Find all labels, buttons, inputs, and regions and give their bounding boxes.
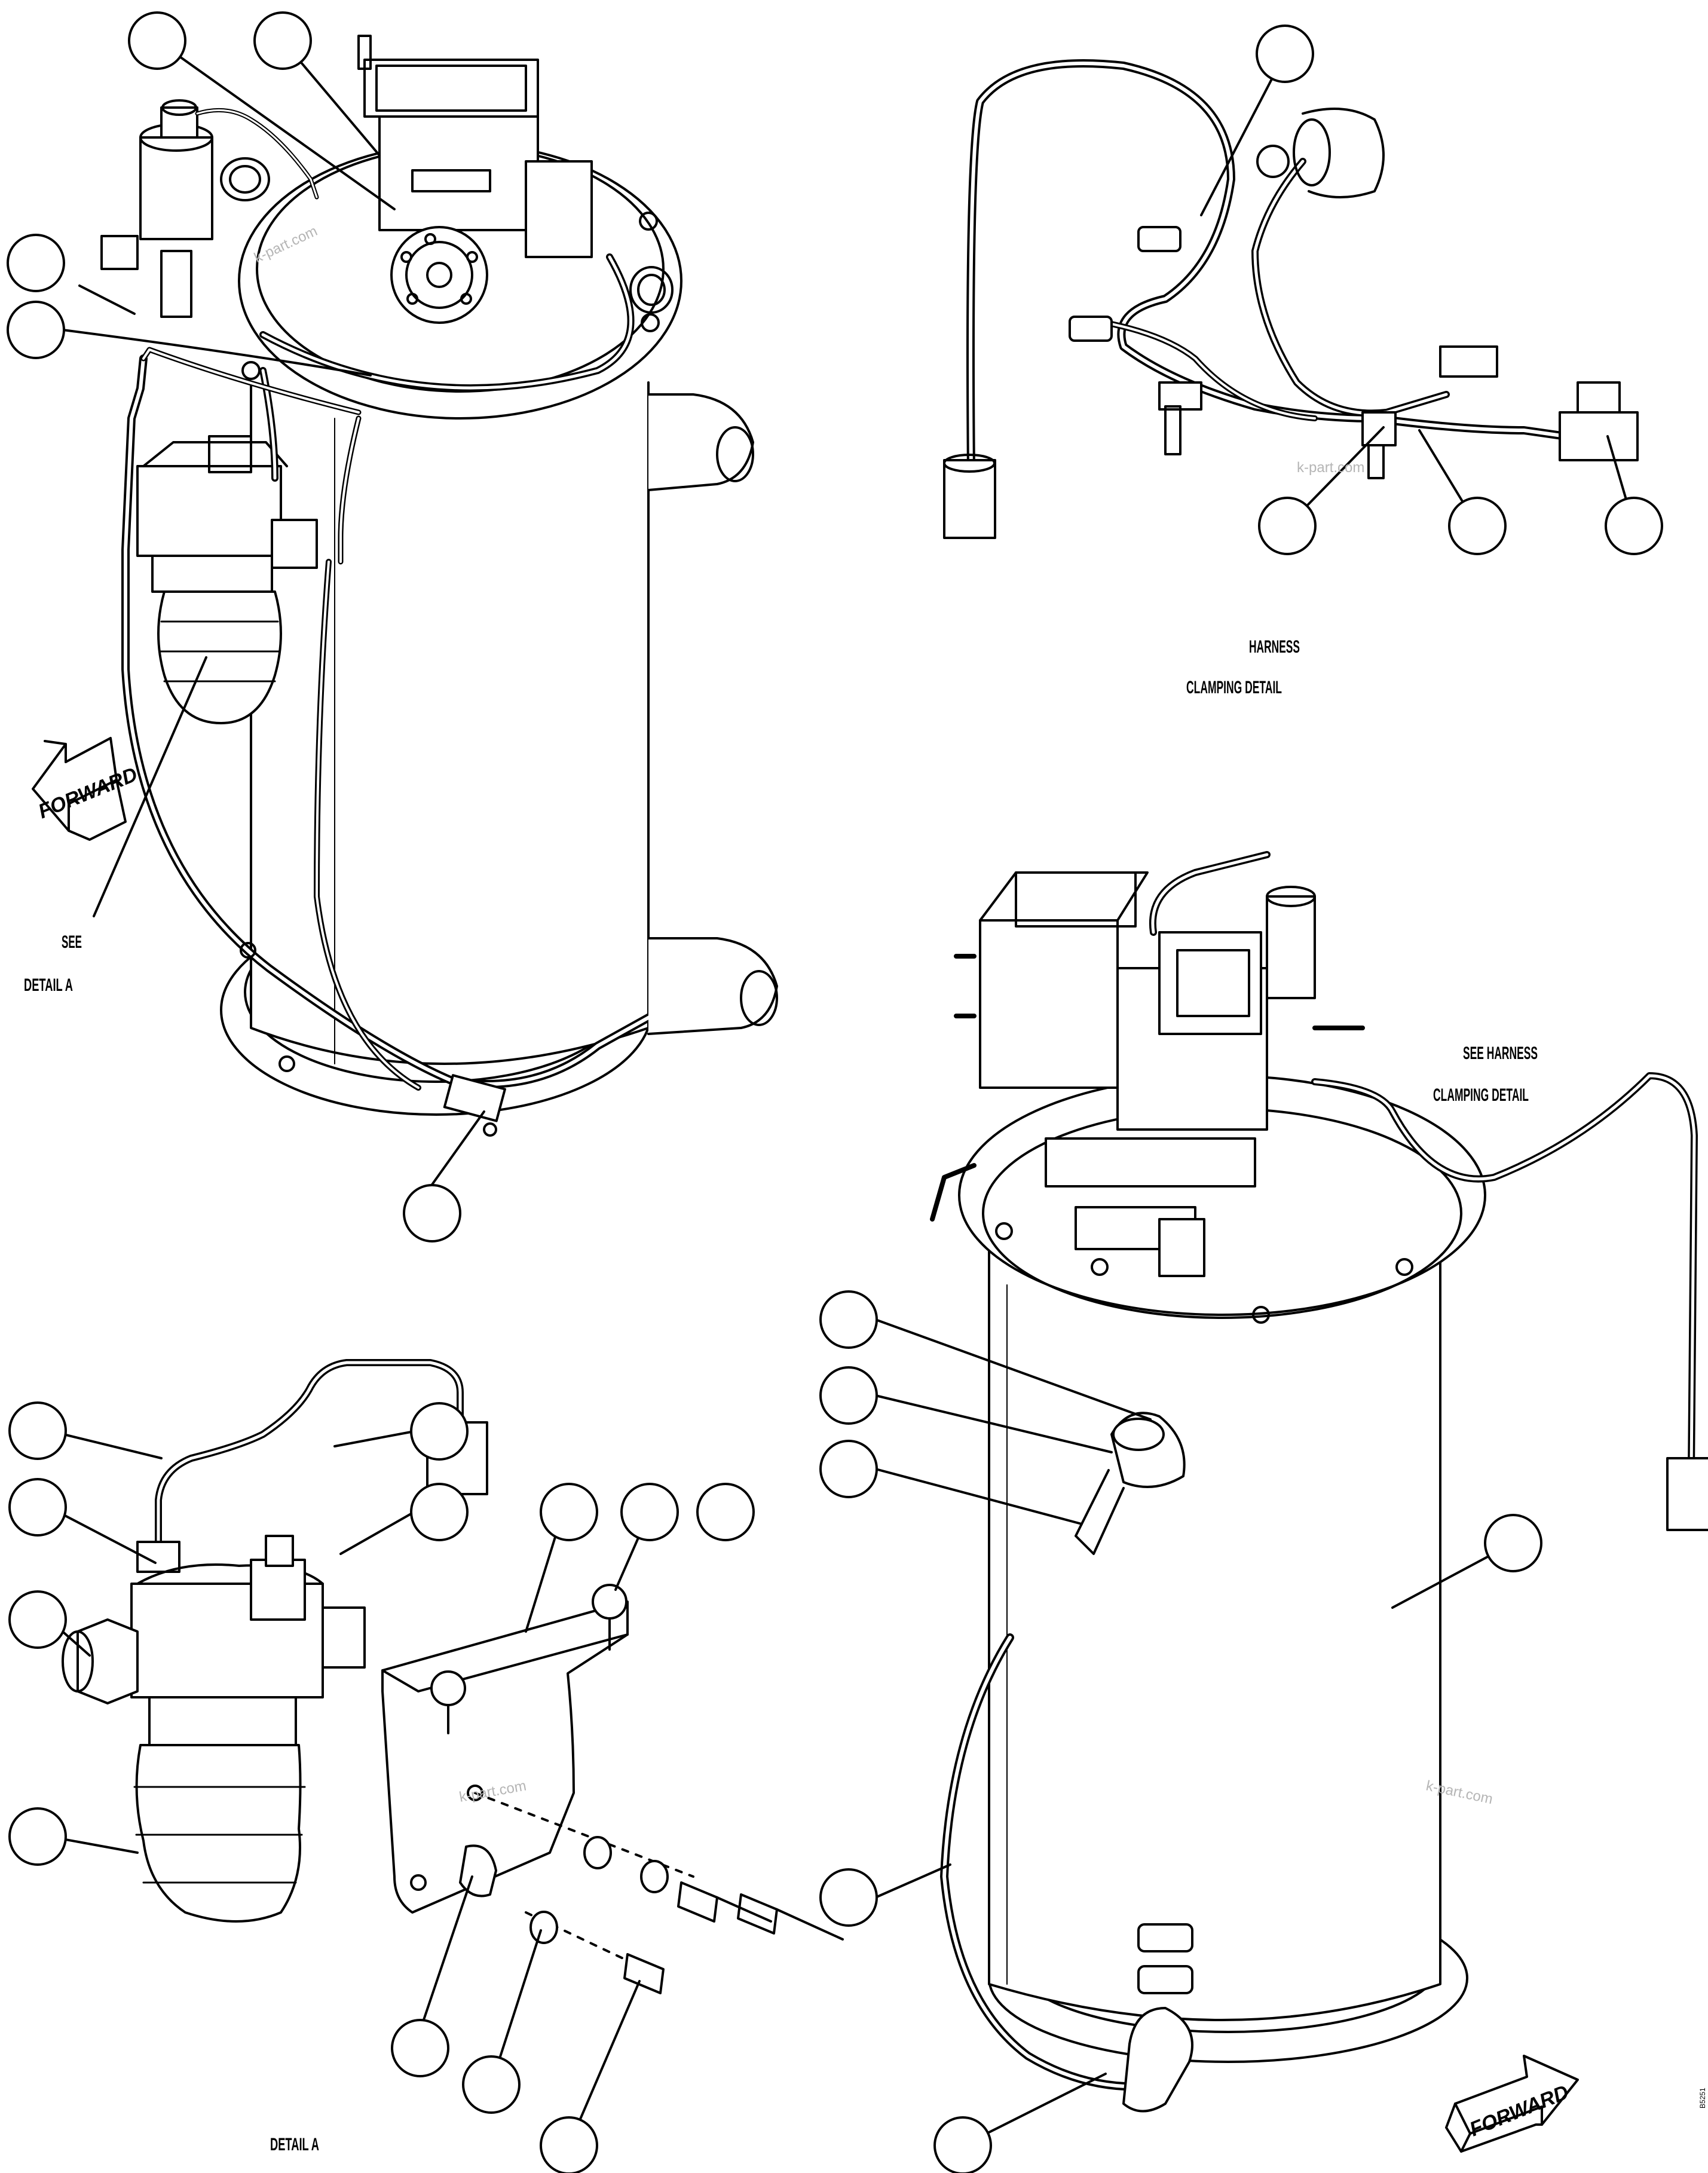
see-harness-label-line1: SEE HARNESS <box>1463 1043 1538 1063</box>
see-label-line2: DETAIL A <box>24 975 73 995</box>
harness-clamping-detail-view <box>943 53 1639 539</box>
detail-a-view <box>48 1359 844 2147</box>
harness-label-line2: CLAMPING DETAIL <box>1186 678 1282 697</box>
watermark-2: k-part.com <box>1297 460 1364 476</box>
tank-assembly-view-lower-right <box>874 851 1708 2147</box>
tank-assembly-view-upper-left <box>62 35 778 1186</box>
see-label-line1: SEE <box>62 932 82 952</box>
see-harness-label-line2: CLAMPING DETAIL <box>1433 1085 1529 1105</box>
forward-arrow-lower-right <box>1445 2055 1579 2153</box>
detail-a-label: DETAIL A <box>270 2135 319 2154</box>
figure-id: B5251 <box>1698 2088 1707 2108</box>
forward-arrow-upper-left <box>32 737 127 841</box>
harness-label-line1: HARNESS <box>1249 637 1300 657</box>
